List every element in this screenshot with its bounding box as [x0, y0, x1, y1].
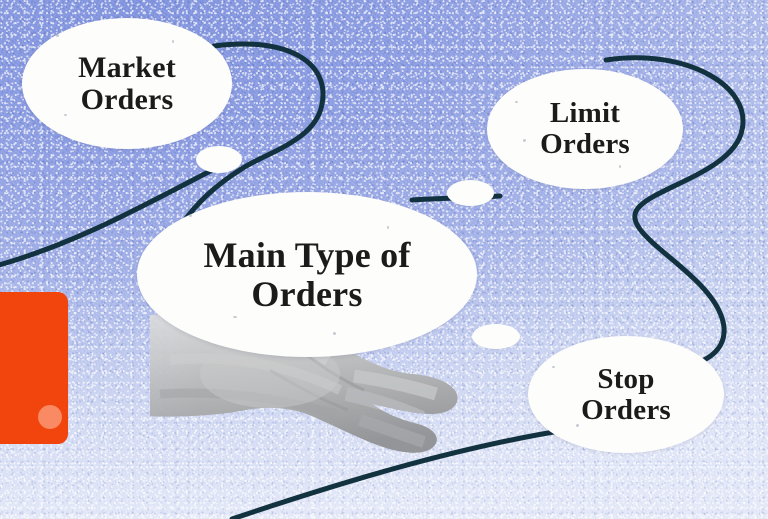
paper-speck: [56, 34, 59, 37]
connector-dot-middle: [447, 180, 494, 206]
node-stop-orders-label: Stop Orders: [581, 362, 671, 426]
paper-speck: [233, 316, 237, 318]
paper-speck: [619, 165, 621, 168]
node-limit-orders[interactable]: Limit Orders: [487, 69, 683, 189]
node-main-type-of-orders-label: Main Type of Orders: [203, 235, 411, 314]
connector-left-tail: [0, 157, 235, 268]
node-limit-orders-label: Limit Orders: [540, 97, 630, 160]
paper-speck: [64, 114, 67, 116]
node-main-type-of-orders[interactable]: Main Type of Orders: [137, 192, 477, 357]
connector-limit-arc-top: [603, 55, 746, 209]
connector-bottom-sweep: [229, 427, 569, 519]
node-market-orders-label: Market Orders: [78, 50, 176, 116]
paper-speck: [515, 101, 518, 103]
paper-speck: [333, 332, 336, 335]
paper-speck: [172, 40, 174, 43]
paper-speck: [523, 139, 526, 142]
orange-accent-dot: [38, 405, 62, 429]
node-stop-orders[interactable]: Stop Orders: [528, 336, 724, 453]
paper-speck: [552, 366, 555, 368]
paper-speck: [576, 424, 579, 427]
connector-dot-left: [196, 146, 242, 173]
connector-market-loop: [179, 41, 326, 227]
paper-speck: [189, 214, 192, 217]
connector-dot-right: [472, 324, 520, 349]
node-market-orders[interactable]: Market Orders: [22, 18, 232, 149]
paper-speck: [387, 226, 389, 229]
